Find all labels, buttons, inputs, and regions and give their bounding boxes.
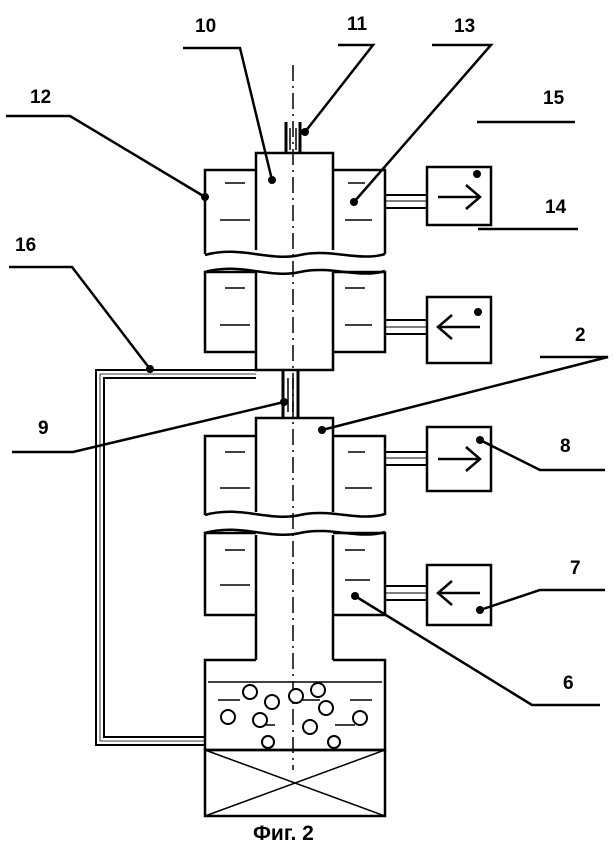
bubble-icon: [221, 683, 367, 748]
box-14-inlet: [385, 297, 491, 363]
label-6: 6: [563, 673, 574, 694]
nozzle-9: [283, 370, 298, 418]
figure-caption: Фиг. 2: [253, 822, 314, 845]
label-13: 13: [454, 16, 475, 37]
vessel: [205, 660, 385, 750]
label-12: 12: [30, 87, 51, 108]
label-11: 11: [347, 14, 368, 35]
label-8: 8: [560, 436, 571, 457]
label-2: 2: [575, 325, 586, 346]
label-7: 7: [570, 558, 581, 579]
label-16: 16: [15, 235, 36, 256]
box-8-outlet: [385, 427, 491, 491]
label-15: 15: [543, 88, 565, 109]
lower-jacket-left: [205, 436, 256, 615]
upper-column-10: [205, 153, 385, 370]
arrow-right-icon: [438, 185, 480, 209]
cross-box-icon: [205, 750, 385, 816]
lower-column-2: [205, 418, 385, 660]
arrow-left-icon: [438, 315, 480, 339]
box-7-inlet: [385, 565, 491, 625]
label-9: 9: [38, 418, 49, 439]
liquid-marks: [218, 183, 372, 725]
label-10: 10: [195, 16, 216, 37]
label-14: 14: [545, 197, 567, 218]
arrow-left-icon: [438, 581, 480, 605]
pipe-16: [96, 370, 256, 745]
lower-jacket-6: [333, 436, 385, 615]
arrow-right-icon: [438, 447, 480, 471]
